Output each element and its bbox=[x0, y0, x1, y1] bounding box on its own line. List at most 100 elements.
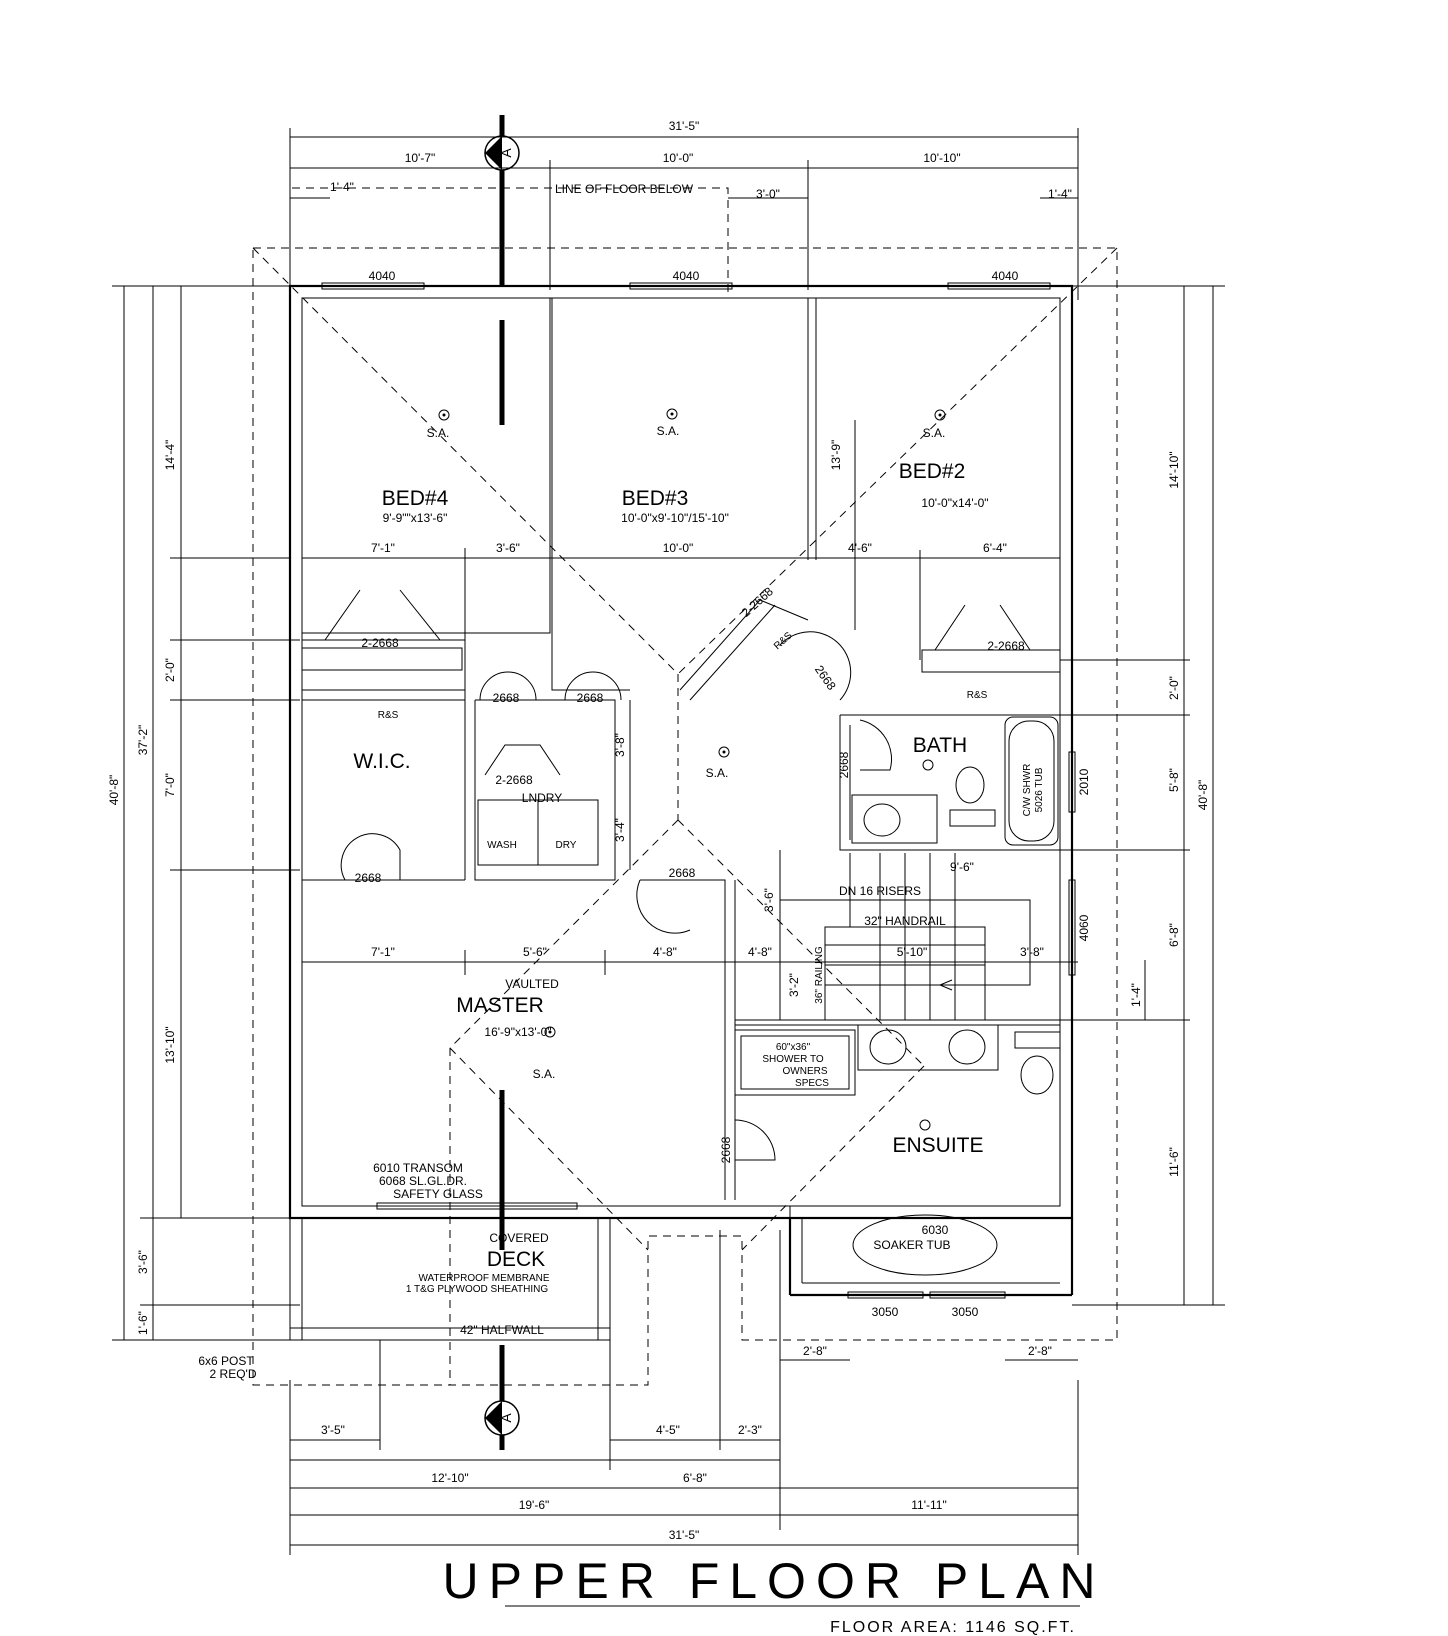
window-3050-left: 3050 bbox=[872, 1305, 899, 1319]
door-2-2668-bed2: 2-2668 bbox=[987, 639, 1025, 653]
deck-membrane-2: 1 T&G PLYWOOD SHEATHING bbox=[406, 1284, 548, 1295]
door-2668-wic: 2668 bbox=[355, 871, 382, 885]
deck-covered-note: COVERED bbox=[489, 1231, 549, 1245]
ensuite-shower-line4: SPECS bbox=[795, 1078, 829, 1089]
door-2668-bed2-entry: 2668 bbox=[812, 663, 839, 693]
master-vaulted-note: VAULTED bbox=[505, 977, 559, 991]
room-name-ensuite: ENSUITE bbox=[892, 1134, 983, 1157]
dim-right-2-0: 2'-0" bbox=[1167, 676, 1181, 700]
dim-int-3-2: 3'-2" bbox=[787, 973, 801, 997]
stair-handrail: 32" HANDRAIL bbox=[864, 914, 946, 928]
ensuite-shower-line2: SHOWER TO bbox=[762, 1054, 824, 1065]
door-2668-ensuite: 2668 bbox=[719, 1136, 733, 1163]
room-size-bed3: 10'-0"x9'-10"/15'-10" bbox=[621, 511, 729, 525]
stair-risers: DN 16 RISERS bbox=[839, 884, 921, 898]
window-4040-bed2: 4040 bbox=[992, 269, 1019, 283]
dim-left-7-0: 7'-0" bbox=[163, 773, 177, 797]
room-name-bed2: BED#2 bbox=[899, 460, 966, 483]
dim-int-3-6: 3'-6" bbox=[496, 541, 520, 555]
window-4040-bed4: 4040 bbox=[369, 269, 396, 283]
dim-top-10-10: 10'-10" bbox=[923, 151, 960, 165]
dim-bot-2-8-left: 2'-8" bbox=[803, 1344, 827, 1358]
door-2668-bath: 2668 bbox=[837, 751, 851, 778]
sa-label-bed2: S.A. bbox=[923, 426, 946, 440]
bath-fixtures bbox=[851, 716, 1059, 846]
dim-overall-width-bottom: 31'-5" bbox=[669, 1528, 700, 1542]
room-labels: S.A. S.A. S.A. S.A. S.A. BED#4 9'-9""x13… bbox=[198, 424, 1045, 1381]
room-size-master: 16'-9"x13'-0" bbox=[484, 1025, 551, 1039]
dim-right-40-8: 40'-8" bbox=[1196, 780, 1210, 811]
window-4060-stair: 4060 bbox=[1077, 914, 1091, 941]
dim-int-3-6-stair: 3'-6" bbox=[762, 888, 776, 912]
deck-post-req: 2 REQ'D bbox=[210, 1367, 257, 1381]
dim-int-4-8-a: 4'-8" bbox=[653, 945, 677, 959]
dim-right-6-8: 6'-8" bbox=[1167, 923, 1181, 947]
note-line-of-floor-below: LINE OF FLOOR BELOW bbox=[555, 182, 694, 196]
section-marker-bottom: A bbox=[484, 1400, 520, 1436]
window-3050-right: 3050 bbox=[952, 1305, 979, 1319]
bath-tub-line2: 5026 TUB bbox=[1034, 767, 1045, 812]
room-name-wic: W.I.C. bbox=[353, 750, 410, 773]
room-size-bed2: 10'-0"x14'-0" bbox=[921, 496, 988, 510]
deck-post: 6x6 POST bbox=[198, 1354, 254, 1368]
ensuite-soaker-code: 6030 bbox=[922, 1223, 949, 1237]
dim-bot-4-5: 4'-5" bbox=[656, 1423, 680, 1437]
dim-int-7-1-upper: 7'-1" bbox=[371, 541, 395, 555]
deck-sliding-door: 6068 SL.GL.DR. bbox=[379, 1174, 467, 1188]
dim-bot-2-8-right: 2'-8" bbox=[1028, 1344, 1052, 1358]
floor-area: FLOOR AREA: 1146 SQ.FT. bbox=[830, 1619, 1076, 1636]
section-marker-label: A bbox=[498, 148, 514, 158]
laundry-dry: DRY bbox=[556, 840, 577, 851]
door-2-2668-bed3: 2-2668 bbox=[739, 584, 776, 620]
dim-overall-width-top: 31'-5" bbox=[669, 119, 700, 133]
title-block: UPPER FLOOR PLAN FLOOR AREA: 1146 SQ.FT. bbox=[443, 1553, 1096, 1636]
dim-int-6-4: 6'-4" bbox=[983, 541, 1007, 555]
door-2-2668-laundry: 2-2668 bbox=[495, 773, 533, 787]
room-size-bed4: 9'-9""x13'-6" bbox=[383, 511, 448, 525]
dim-right-14-10: 14'-10" bbox=[1167, 451, 1181, 488]
dim-right-5-8: 5'-8" bbox=[1167, 768, 1181, 792]
dim-left-2-0: 2'-0" bbox=[163, 658, 177, 682]
stair bbox=[780, 853, 1031, 1021]
dim-left-13-10: 13'-10" bbox=[163, 1026, 177, 1063]
shelf-rs-wic: R&S bbox=[378, 710, 399, 721]
room-name-master: MASTER bbox=[456, 994, 544, 1017]
shelf-rs-bed2: R&S bbox=[967, 690, 988, 701]
dim-left-1-6: 1'-6" bbox=[136, 1311, 150, 1335]
deck-transom: 6010 TRANSOM bbox=[373, 1161, 463, 1175]
dim-left-14-4: 14'-4" bbox=[163, 440, 177, 471]
window-2010-bath: 2010 bbox=[1077, 768, 1091, 795]
dim-bot-2-3: 2'-3" bbox=[738, 1423, 762, 1437]
dim-top-3-0: 3'-0" bbox=[756, 187, 780, 201]
dim-top-1-4: 1'-4" bbox=[330, 180, 354, 194]
dim-bot-11-11: 11'-11" bbox=[911, 1498, 946, 1512]
ensuite-fixtures bbox=[734, 1024, 1061, 1276]
smoke-alarm-icons bbox=[438, 408, 946, 1038]
opening-labels: 4040 4040 4040 2010 4060 3050 3050 2-266… bbox=[355, 269, 1091, 1319]
dim-int-10-0: 10'-0" bbox=[663, 541, 694, 555]
door-2668-bed3-entry: 2668 bbox=[577, 691, 604, 705]
dim-right-1-4: 1'-4" bbox=[1129, 983, 1143, 1007]
dim-int-5-6: 5'-6" bbox=[523, 945, 547, 959]
dim-left-40-8: 40'-8" bbox=[107, 775, 121, 806]
sa-label-master: S.A. bbox=[533, 1067, 556, 1081]
deck-halfwall: 42" HALFWALL bbox=[460, 1323, 544, 1337]
shelf-rs-bed3: R&S bbox=[772, 630, 795, 652]
roof-outline bbox=[252, 187, 1118, 1386]
ensuite-shower-line3: OWNERS bbox=[783, 1066, 828, 1077]
dim-top-10-7: 10'-7" bbox=[405, 151, 436, 165]
laundry-appliances bbox=[477, 799, 599, 866]
dim-int-3-8-lower: 3'-8" bbox=[1020, 945, 1044, 959]
ensuite-soaker-label: SOAKER TUB bbox=[873, 1238, 950, 1252]
deck-membrane-1: WATERPROOF MEMBRANE bbox=[418, 1273, 549, 1284]
deck-safety-glass: SAFETY GLASS bbox=[393, 1187, 483, 1201]
dimension-lines bbox=[112, 128, 1225, 1555]
dim-right-11-6: 11'-6" bbox=[1167, 1147, 1181, 1177]
dim-left-37-2: 37'-2" bbox=[136, 725, 150, 756]
section-marker-top: A bbox=[484, 135, 520, 171]
dim-int-4-8-b: 4'-8" bbox=[748, 945, 772, 959]
closet-shelves bbox=[301, 647, 1061, 673]
dim-bot-19-6: 19'-6" bbox=[519, 1498, 550, 1512]
dim-left-3-6: 3'-6" bbox=[136, 1250, 150, 1274]
room-name-laundry: LNDRY bbox=[522, 791, 562, 805]
